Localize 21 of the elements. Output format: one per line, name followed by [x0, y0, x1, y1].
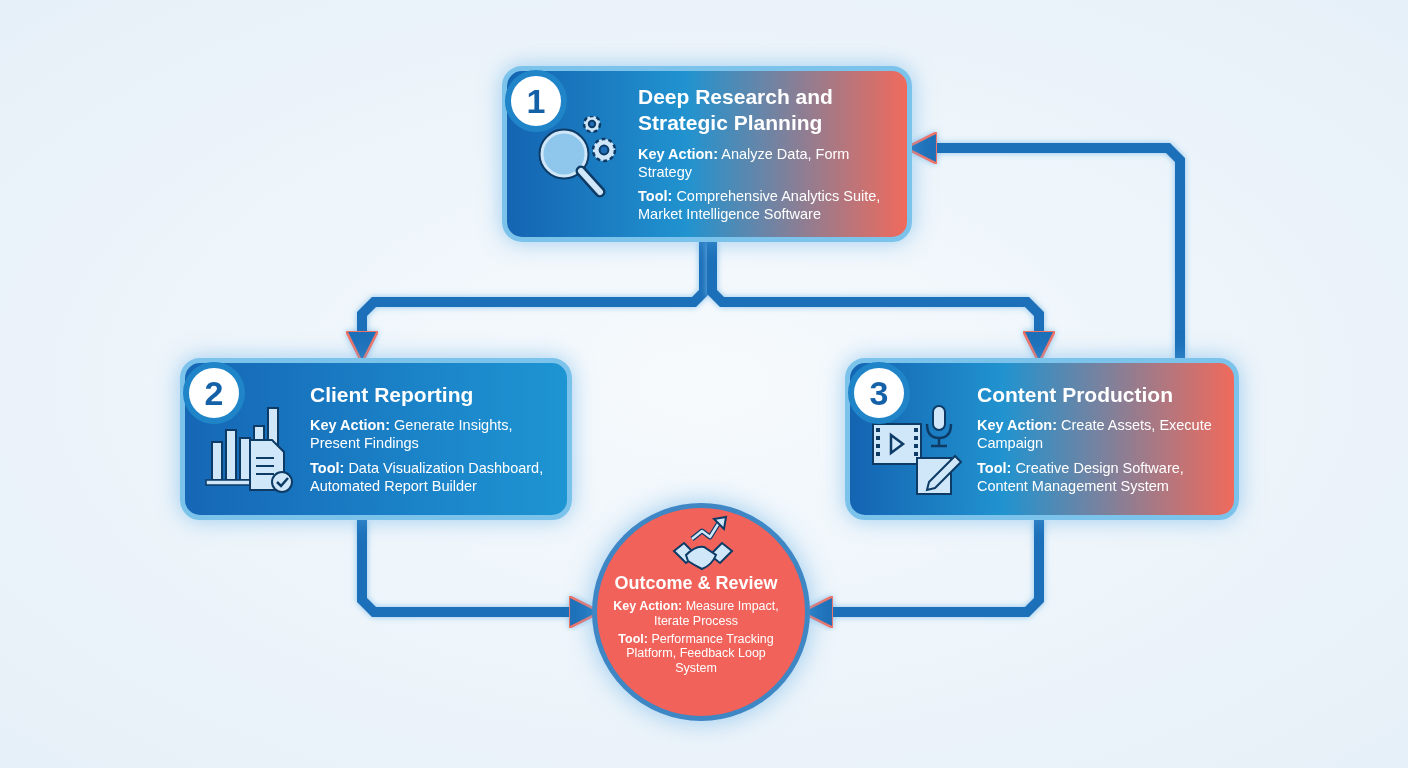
step-detail: Key Action: Analyze Data, Form Strategy: [638, 144, 851, 181]
step-number: 3: [869, 376, 889, 410]
step-number-badge: [505, 70, 567, 132]
outcome-circle: [592, 503, 810, 721]
step-card: [845, 358, 1239, 520]
step-detail: Tool: Performance Tracking Platform, Feedback Loop System: [617, 631, 775, 676]
step-card: [502, 66, 912, 242]
step-detail: Key Action: Generate Insights, Present Findings: [310, 416, 514, 453]
step-title: Content Production: [977, 382, 1174, 408]
step-detail: Tool: Data Visualization Dashboard, Automated Report Builder: [310, 458, 545, 495]
step-number: 2: [204, 376, 224, 410]
step-detail: Key Action: Create Assets, Execute Campaign: [977, 416, 1213, 453]
step-detail: Tool: Creative Design Software, Content Management System: [977, 458, 1185, 495]
step-title: Client Reporting: [310, 382, 475, 408]
step-title: Outcome & Review: [613, 573, 779, 595]
step-number-badge: [848, 362, 910, 424]
step-title: Deep Research and Strategic Planning: [638, 84, 834, 137]
step-card: [180, 358, 572, 520]
step-detail: Tool: Comprehensive Analytics Suite, Market Intelligence Software: [638, 186, 882, 223]
step-number: 1: [526, 84, 546, 118]
step-detail: Key Action: Measure Impact, Iterate Process: [612, 599, 780, 629]
